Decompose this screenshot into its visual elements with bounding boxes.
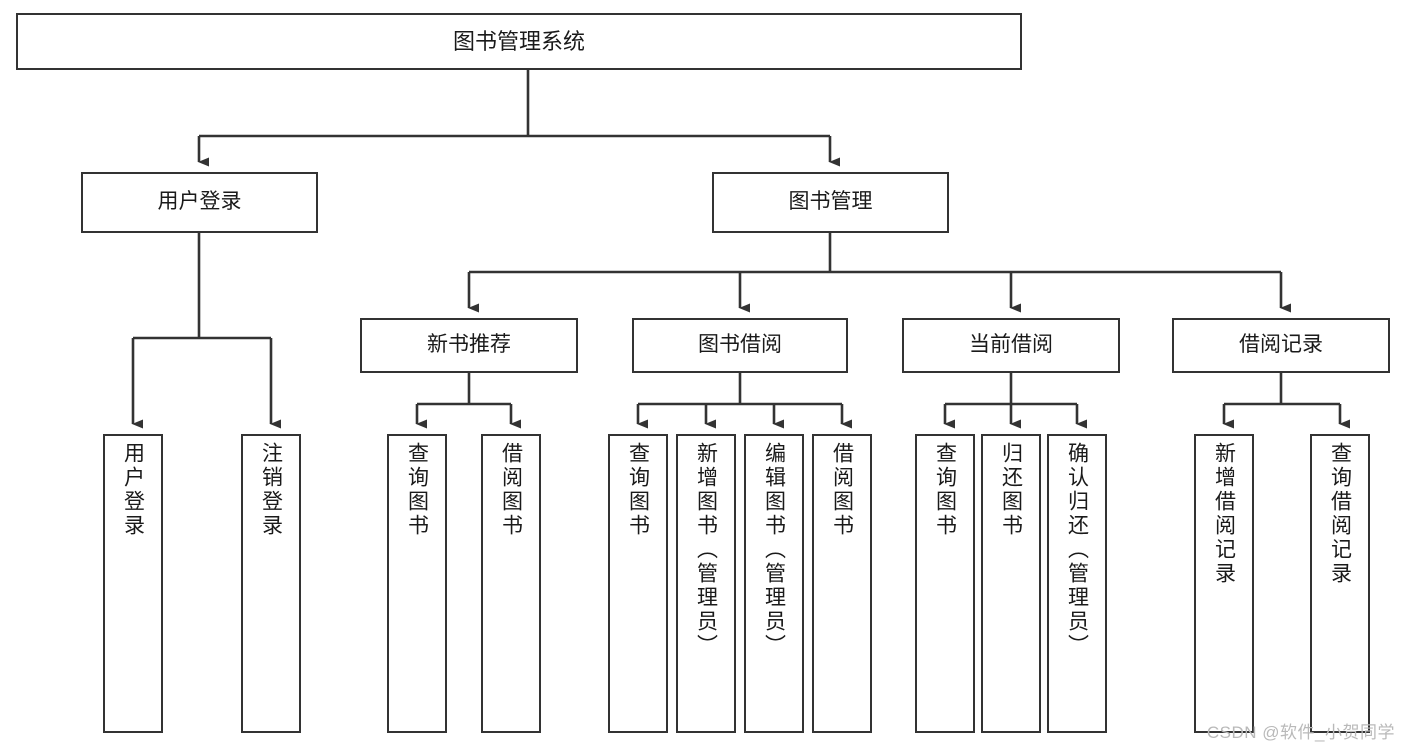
node-label: 图书管理 — [788, 190, 873, 214]
node-new-book-recommend[interactable]: 新书推荐 — [360, 318, 578, 373]
node-label: 用户登录 — [121, 442, 145, 538]
node-label: 用户登录 — [157, 190, 242, 214]
leaf-book-borrow-borrow[interactable]: 借阅图书 — [812, 434, 872, 733]
leaf-new-book-query[interactable]: 查询图书 — [387, 434, 447, 733]
node-label: 查询图书 — [626, 442, 650, 538]
node-current-borrow[interactable]: 当前借阅 — [902, 318, 1120, 373]
leaf-book-borrow-add[interactable]: 新增图书（管理员） — [676, 434, 736, 733]
leaf-current-borrow-return[interactable]: 归还图书 — [981, 434, 1041, 733]
node-book-borrow[interactable]: 图书借阅 — [632, 318, 848, 373]
leaf-book-borrow-query[interactable]: 查询图书 — [608, 434, 668, 733]
leaf-borrow-record-add[interactable]: 新增借阅记录 — [1194, 434, 1254, 733]
leaf-new-book-borrow[interactable]: 借阅图书 — [481, 434, 541, 733]
watermark-text: CSDN @软件_小贺同学 — [1206, 723, 1395, 742]
leaf-user-login-login[interactable]: 用户登录 — [103, 434, 163, 733]
node-label: 归还图书 — [999, 442, 1023, 538]
node-label: 当前借阅 — [969, 333, 1053, 357]
leaf-borrow-record-query[interactable]: 查询借阅记录 — [1310, 434, 1370, 733]
node-root-book-management-system[interactable]: 图书管理系统 — [16, 13, 1022, 70]
node-label: 图书管理系统 — [452, 28, 585, 54]
node-label: 新增借阅记录 — [1212, 442, 1236, 586]
node-label: 借阅记录 — [1239, 333, 1323, 357]
leaf-book-borrow-edit[interactable]: 编辑图书（管理员） — [744, 434, 804, 733]
node-label: 查询借阅记录 — [1328, 442, 1352, 586]
leaf-current-borrow-query[interactable]: 查询图书 — [915, 434, 975, 733]
node-label: 借阅图书 — [830, 442, 854, 538]
node-label: 查询图书 — [405, 442, 429, 538]
leaf-current-borrow-confirm-return[interactable]: 确认归还（管理员） — [1047, 434, 1107, 733]
node-label: 编辑图书（管理员） — [762, 442, 786, 658]
node-label: 查询图书 — [933, 442, 957, 538]
node-book-management[interactable]: 图书管理 — [712, 172, 949, 233]
leaf-user-login-logout[interactable]: 注销登录 — [241, 434, 301, 733]
node-borrow-record[interactable]: 借阅记录 — [1172, 318, 1390, 373]
node-label: 确认归还（管理员） — [1065, 442, 1089, 658]
node-label: 注销登录 — [259, 442, 283, 538]
node-label: 新增图书（管理员） — [694, 442, 718, 658]
node-user-login[interactable]: 用户登录 — [81, 172, 318, 233]
node-label: 借阅图书 — [499, 442, 523, 538]
node-label: 图书借阅 — [698, 333, 782, 357]
node-label: 新书推荐 — [427, 333, 511, 357]
